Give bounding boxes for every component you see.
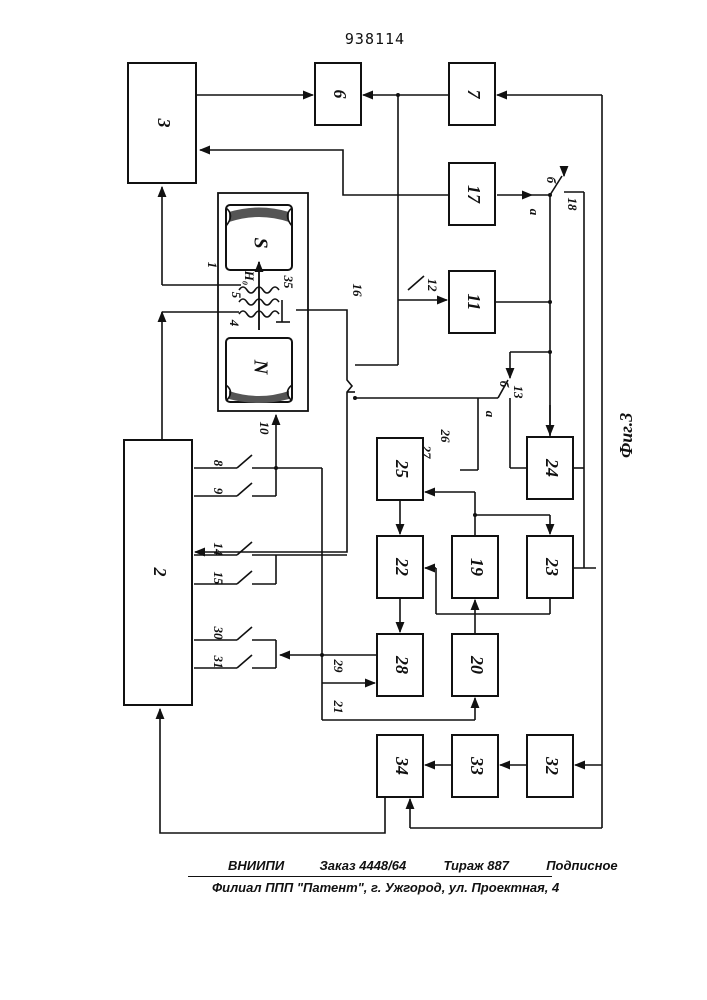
wire-label-1: 1 bbox=[205, 262, 220, 269]
wire-label-31: 31 bbox=[211, 655, 226, 669]
block-label-32: 32 bbox=[542, 756, 562, 775]
wire-label-8: 8 bbox=[211, 460, 226, 467]
switch-terminal-a-2: а bbox=[483, 411, 498, 418]
footer-order: Заказ 4448/64 bbox=[319, 858, 406, 873]
wire-label-9: 9 bbox=[211, 488, 226, 495]
block-label-20: 20 bbox=[467, 655, 487, 674]
footer-divider bbox=[188, 876, 552, 877]
wire-label-26: 26 bbox=[438, 429, 453, 444]
block-label-23: 23 bbox=[542, 557, 562, 576]
wire-label-16: 16 bbox=[350, 284, 365, 298]
block-label-19: 19 bbox=[467, 558, 487, 576]
block-labels: 2367111719202223242528323334 bbox=[150, 90, 562, 776]
wire-label-30: 30 bbox=[211, 626, 226, 641]
block-label-2: 2 bbox=[150, 567, 170, 577]
switch-terminal-b-1: б bbox=[544, 177, 559, 184]
wire-label-Hh: H₀ bbox=[242, 270, 257, 286]
block-label-17: 17 bbox=[464, 185, 484, 204]
footer-circulation: Тираж 887 bbox=[444, 858, 509, 873]
block-label-28: 28 bbox=[392, 655, 412, 674]
wire-label-13: 13 bbox=[511, 386, 526, 400]
wire-label-21: 21 bbox=[331, 700, 346, 714]
pole-label-n: N bbox=[249, 359, 271, 376]
block-label-22: 22 bbox=[392, 557, 412, 576]
wire-label-10: 10 bbox=[257, 422, 272, 436]
block-label-34: 34 bbox=[392, 756, 412, 775]
wire-label-35: 35 bbox=[281, 275, 296, 290]
wire-label-27: 27 bbox=[419, 445, 434, 460]
wire-label-5: 5 bbox=[229, 292, 244, 299]
wire-label-18: 18 bbox=[565, 198, 580, 212]
wire-label-15: 15 bbox=[211, 572, 226, 586]
footer-org: ВНИИПИ bbox=[228, 858, 284, 873]
block-label-3: 3 bbox=[154, 118, 174, 128]
pole-label-s: S bbox=[249, 237, 271, 248]
block-label-6: 6 bbox=[330, 90, 350, 99]
block-label-33: 33 bbox=[467, 756, 487, 775]
footer-branch: Филиал ППП "Патент", г. Ужгород, ул. Про… bbox=[212, 880, 559, 895]
block-label-7: 7 bbox=[464, 90, 484, 100]
switch-terminal-b-2: б bbox=[497, 381, 512, 388]
wire-label-29: 29 bbox=[331, 659, 346, 674]
footer-subscription: Подписное bbox=[546, 858, 617, 873]
block-label-11: 11 bbox=[464, 293, 484, 310]
switch-terminal-a-1: а bbox=[527, 209, 542, 216]
wire-label-14: 14 bbox=[211, 543, 226, 557]
wire-label-4: 4 bbox=[227, 319, 242, 327]
figure-label: Фиг.3 bbox=[616, 413, 636, 458]
block-label-25: 25 bbox=[392, 459, 412, 478]
block-label-24: 24 bbox=[542, 458, 562, 477]
wire-label-12: 12 bbox=[425, 279, 440, 293]
